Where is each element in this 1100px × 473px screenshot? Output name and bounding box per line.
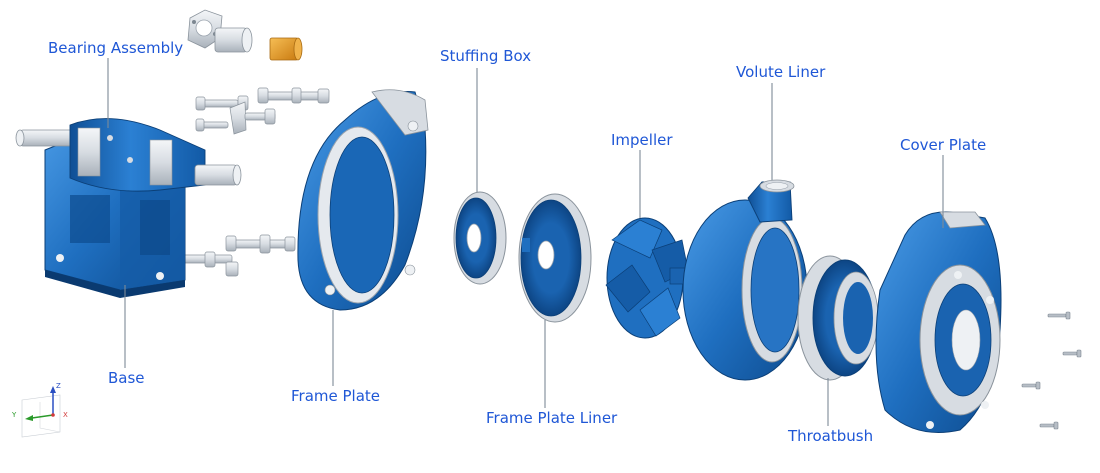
label-impeller: Impeller [611,131,673,149]
bolt-set-upper [195,87,330,135]
frame-plate-part [297,89,429,311]
frame-plate-liner-part [518,193,592,323]
bolt-set-lower [167,234,296,277]
label-base: Base [108,369,145,387]
axis-x-label: X [63,411,68,419]
label-bearing-assembly: Bearing Assembly [48,39,184,57]
bearing-sleeve-part [214,27,253,53]
label-throatbush: Throatbush [788,427,874,445]
volute-liner-part [682,179,808,381]
label-cover-plate: Cover Plate [900,136,987,154]
label-volute-liner: Volute Liner [736,63,826,81]
impeller-part [605,217,701,339]
bearing-housing-part [15,118,242,192]
cover-bolts [1021,311,1082,430]
label-stuffing-box: Stuffing Box [440,47,532,65]
axis-z-label: Z [56,382,61,390]
label-frame-plate: Frame Plate [291,387,381,405]
label-frame-plate-liner: Frame Plate Liner [486,409,618,427]
bronze-bushing-part [269,37,303,61]
throatbush-part [797,255,879,381]
cover-plate-part [875,211,1002,433]
axis-triad: Z Y X [11,382,68,438]
axis-y-label: Y [11,411,17,419]
stuffing-box-part [453,191,507,285]
